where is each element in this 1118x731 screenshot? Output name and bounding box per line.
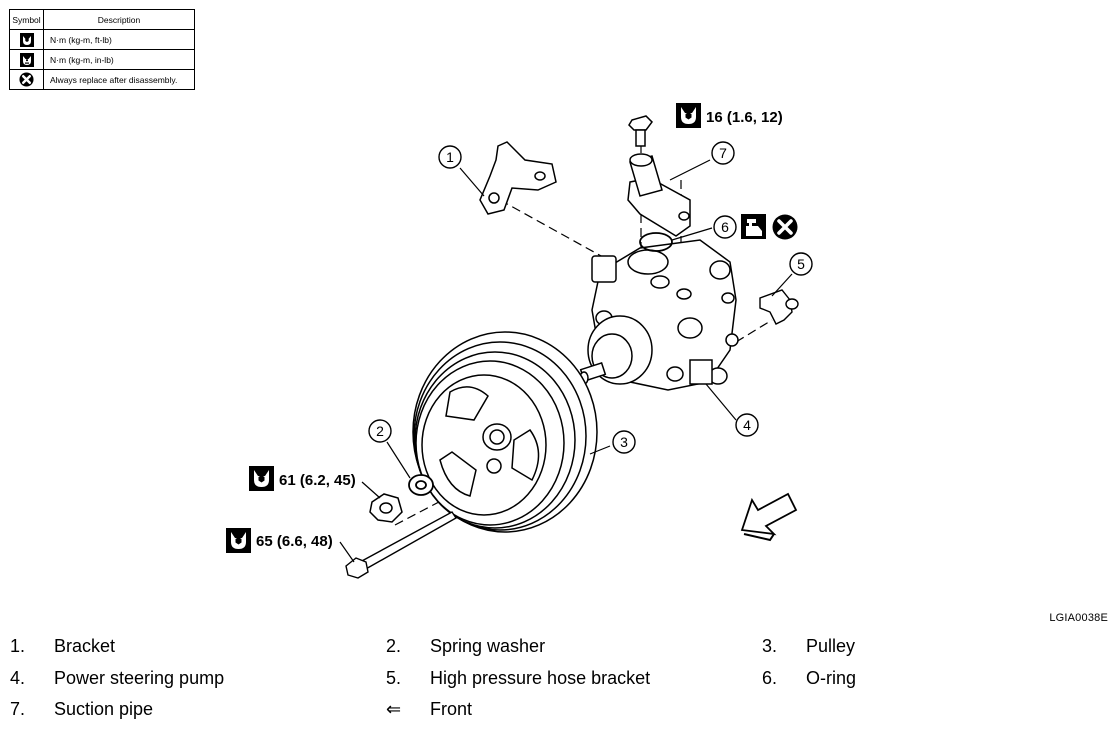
parts-list: 1.Bracket 2.Spring washer 3.Pulley 4.Pow… [10, 636, 1110, 731]
symbol-legend-table: Symbol Description N·m (kg-m, ft-lb) N·m… [9, 9, 195, 90]
torque-spec-suction-bolt: 16 (1.6, 12) [676, 103, 783, 128]
grease-icon [741, 214, 766, 239]
callout-4: 4 [735, 413, 759, 437]
torque-wrench-icon [9, 29, 44, 50]
pulley-part [412, 331, 598, 533]
front-arrow-icon [740, 492, 798, 542]
svg-text:6: 6 [721, 219, 729, 235]
suction-pipe-part [627, 153, 691, 237]
svg-text:4: 4 [743, 417, 751, 433]
svg-text:3: 3 [620, 434, 628, 450]
svg-text:1: 1 [446, 149, 454, 165]
power-steering-pump-part [579, 239, 739, 391]
suction-pipe-bolt [628, 115, 653, 147]
o-ring-part [639, 232, 673, 252]
power-steering-exploded-diagram: 1 7 6 5 3 4 2 16 (1.6, 12) 61 (6.2, 45) … [226, 103, 813, 579]
pump-bolt [345, 511, 458, 579]
bracket-part [479, 141, 557, 215]
svg-text:61 (6.2, 45): 61 (6.2, 45) [279, 472, 356, 489]
figure-code: LGIA0038E [1049, 612, 1108, 624]
pulley-nut [369, 493, 403, 523]
legend-row: Always replace after disassembly. [9, 69, 195, 90]
parts-row: 7.Suction pipe ⇐Front [10, 699, 473, 719]
legend-row: N·m (kg-m, in-lb) [9, 49, 195, 70]
replace-x-icon [772, 214, 798, 240]
high-pressure-hose-bracket-part [759, 289, 799, 325]
callout-6: 6 [713, 215, 737, 239]
legend-description: Always replace after disassembly. [43, 69, 195, 90]
callout-7: 7 [711, 141, 735, 165]
callout-1: 1 [438, 145, 462, 169]
svg-text:65 (6.6, 48): 65 (6.6, 48) [256, 533, 333, 550]
parts-row: 4.Power steering pump 5.High pressure ho… [10, 667, 857, 688]
callout-2: 2 [368, 419, 392, 443]
callout-5: 5 [789, 252, 813, 276]
torque-spec-pulley-nut: 61 (6.2, 45) [249, 466, 356, 491]
svg-text:7: 7 [719, 145, 727, 161]
parts-row: 1.Bracket 2.Spring washer 3.Pulley [10, 636, 856, 656]
svg-text:2: 2 [376, 423, 384, 439]
svg-text:16 (1.6, 12): 16 (1.6, 12) [706, 109, 783, 126]
spring-washer-part [408, 474, 434, 496]
callout-3: 3 [612, 430, 636, 454]
svg-text:5: 5 [797, 256, 805, 272]
torque-spec-pump-bolt: 65 (6.6, 48) [226, 528, 333, 553]
